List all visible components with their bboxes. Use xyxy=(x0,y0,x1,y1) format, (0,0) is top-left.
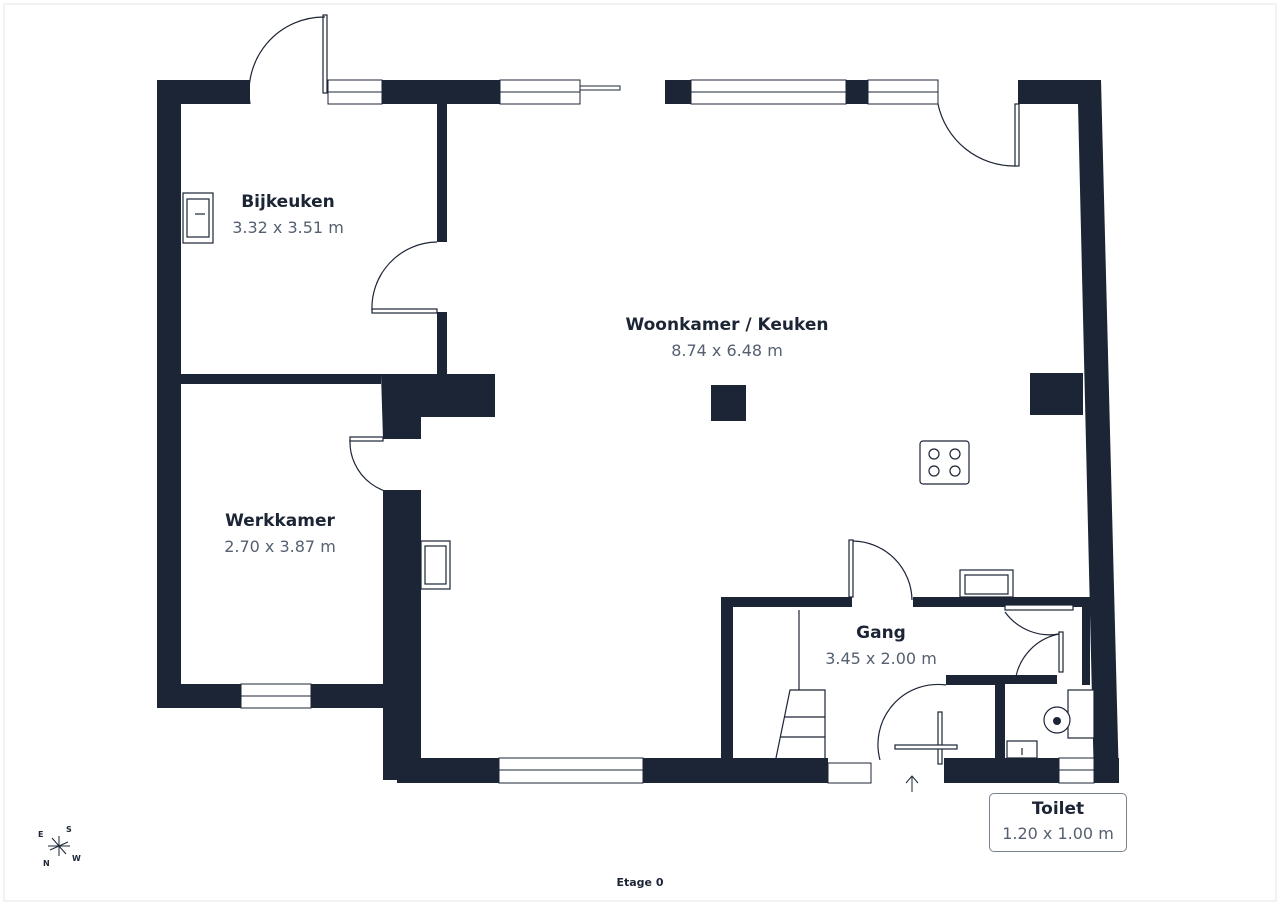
doors xyxy=(248,14,1064,765)
room-size-werkkamer: 2.70 x 3.87 m xyxy=(224,537,336,556)
room-size-woonkamer: 8.74 x 6.48 m xyxy=(671,341,783,360)
compass-s: S xyxy=(66,825,72,834)
page-border xyxy=(3,3,1277,902)
compass-n: N xyxy=(43,859,50,868)
room-name-toilet: Toilet xyxy=(1031,799,1085,819)
walls xyxy=(157,80,1119,783)
toilet-dot xyxy=(1053,717,1061,725)
fixtures xyxy=(182,192,1095,759)
room-name-bijkeuken: Bijkeuken xyxy=(241,192,335,212)
room-size-toilet: 1.20 x 1.00 m xyxy=(1002,824,1114,843)
windows xyxy=(240,79,1095,784)
room-size-bijkeuken: 3.32 x 3.51 m xyxy=(232,218,344,237)
room-name-woonkamer: Woonkamer / Keuken xyxy=(625,315,829,335)
toilet-label-box xyxy=(989,793,1127,852)
floor-label: Etage 0 xyxy=(616,876,664,889)
compass-e: E xyxy=(38,830,44,839)
room-size-gang: 3.45 x 2.00 m xyxy=(825,649,937,668)
room-name-gang: Gang xyxy=(856,623,906,643)
room-name-werkkamer: Werkkamer xyxy=(225,511,335,531)
entrance-arrow-icon xyxy=(905,775,919,792)
column xyxy=(711,385,746,421)
compass-icon xyxy=(48,836,70,856)
compass-w: W xyxy=(72,854,81,863)
